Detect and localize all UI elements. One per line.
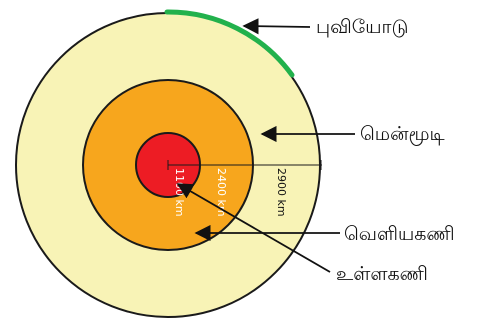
mantle-thickness-label: 2900 km [275, 168, 288, 217]
inner-core-thickness-label: 1100 km [173, 168, 186, 217]
inner-core-pointer-arrow [176, 183, 331, 273]
inner-core-label: உள்ளகணி [336, 263, 428, 285]
outer-core-label: வெளியகணி [344, 223, 455, 245]
radius-scale [167, 160, 322, 170]
crust-label: புவியோடு [316, 16, 408, 38]
crust-segment [164, 9, 295, 78]
outer-core-thickness-label: 2400 km [215, 168, 228, 217]
mantle-label: மென்மூடி [360, 123, 445, 146]
crust-pointer-arrow [242, 18, 311, 35]
